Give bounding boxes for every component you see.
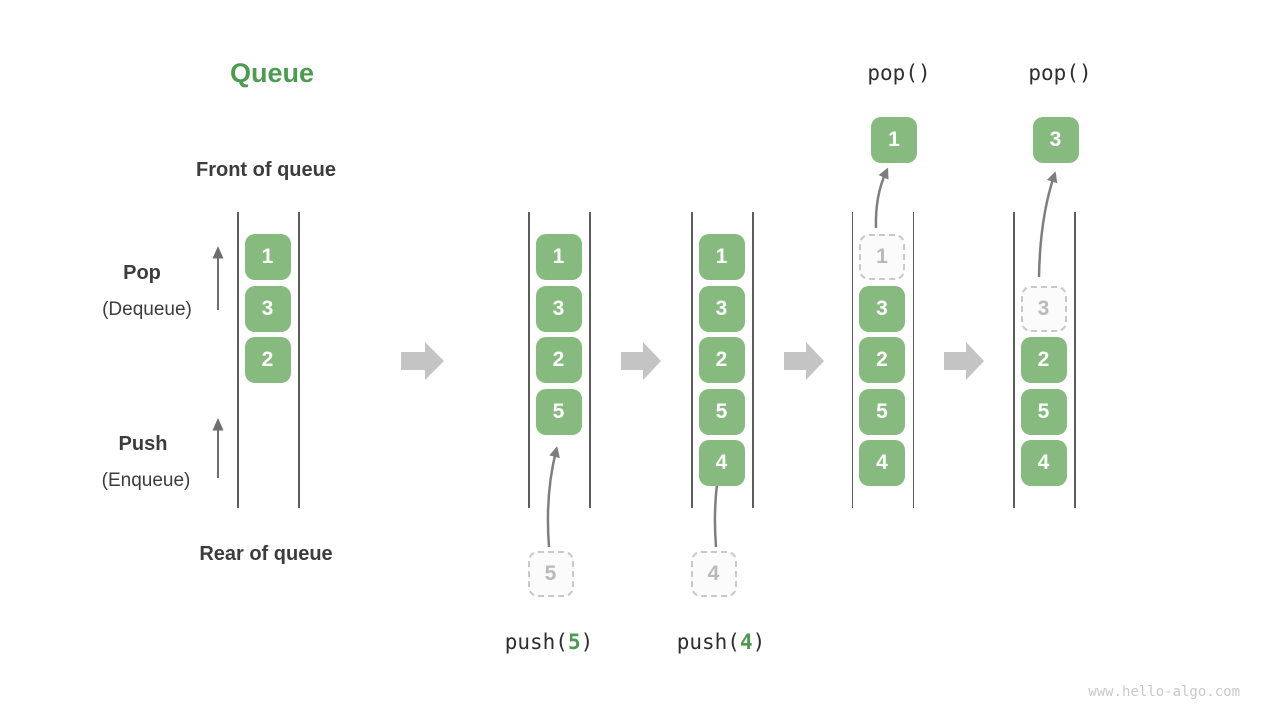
push-close-text: ) bbox=[752, 630, 766, 654]
queue-item: 5 bbox=[859, 388, 905, 435]
push-call-label-1: push(5) bbox=[469, 630, 629, 654]
queue-wall-right bbox=[1074, 212, 1076, 508]
dequeue-label: (Dequeue) bbox=[102, 299, 192, 320]
push-arg-text: 4 bbox=[739, 630, 753, 654]
push-close-text: ) bbox=[580, 630, 594, 654]
queue-item: 5 bbox=[1020, 388, 1067, 435]
rear-of-queue-label: Rear of queue bbox=[199, 543, 333, 565]
incoming-item: 4 bbox=[690, 551, 737, 597]
queue-wall-left bbox=[851, 212, 853, 508]
queue-item: 3 bbox=[535, 285, 582, 332]
step-arrow-icon bbox=[944, 342, 984, 380]
queue-item: 4 bbox=[698, 440, 745, 486]
push-fn-text: push( bbox=[504, 630, 568, 654]
push-label: Push bbox=[118, 433, 168, 455]
queue-item: 2 bbox=[1020, 337, 1067, 383]
diagram-title: Queue bbox=[230, 58, 315, 88]
queue-item: 4 bbox=[859, 440, 905, 486]
step-arrow-icon bbox=[784, 342, 824, 380]
queue-item: 5 bbox=[535, 388, 582, 435]
push-arg-text: 5 bbox=[567, 630, 581, 654]
queue-item: 3 bbox=[244, 285, 291, 332]
pop-label: Pop bbox=[123, 262, 161, 284]
popped-item: 1 bbox=[871, 117, 917, 163]
pop-call-label-2: pop() bbox=[1028, 61, 1092, 85]
queue-wall-left bbox=[691, 212, 693, 508]
push-call-label-2: push(4) bbox=[641, 630, 801, 654]
queue-item: 3 bbox=[859, 285, 905, 332]
queue-item: 5 bbox=[698, 388, 745, 435]
pop-call-label-1: pop() bbox=[867, 61, 931, 85]
push-flow-arrow bbox=[546, 446, 560, 548]
queue-item-leaving: 3 bbox=[1020, 285, 1067, 332]
queue-item: 2 bbox=[244, 337, 291, 383]
queue-wall-right bbox=[589, 212, 591, 508]
popped-item: 3 bbox=[1032, 117, 1079, 163]
pop-flow-arrow bbox=[1037, 171, 1058, 278]
queue-item: 2 bbox=[698, 337, 745, 383]
queue-item-leaving: 1 bbox=[859, 234, 905, 280]
queue-item: 1 bbox=[535, 234, 582, 280]
queue-wall-left bbox=[237, 212, 239, 508]
step-arrow-icon bbox=[621, 342, 661, 380]
step-arrow-icon bbox=[401, 342, 444, 380]
queue-wall-right bbox=[912, 212, 914, 508]
front-of-queue-label: Front of queue bbox=[196, 159, 336, 181]
queue-item: 2 bbox=[859, 337, 905, 383]
pop-flow-arrow bbox=[874, 167, 889, 229]
queue-item: 3 bbox=[698, 285, 745, 332]
queue-item: 1 bbox=[244, 234, 291, 280]
enqueue-label: (Enqueue) bbox=[101, 470, 191, 491]
queue-item: 1 bbox=[698, 234, 745, 280]
watermark: www.hello-algo.com bbox=[1088, 684, 1240, 700]
queue-wall-left bbox=[1013, 212, 1015, 508]
incoming-item: 5 bbox=[527, 551, 574, 597]
push-fn-text: push( bbox=[676, 630, 740, 654]
queue-wall-left bbox=[528, 212, 530, 508]
queue-item: 2 bbox=[535, 337, 582, 383]
queue-wall-right bbox=[752, 212, 754, 508]
queue-wall-right bbox=[298, 212, 300, 508]
queue-item: 4 bbox=[1020, 440, 1067, 486]
